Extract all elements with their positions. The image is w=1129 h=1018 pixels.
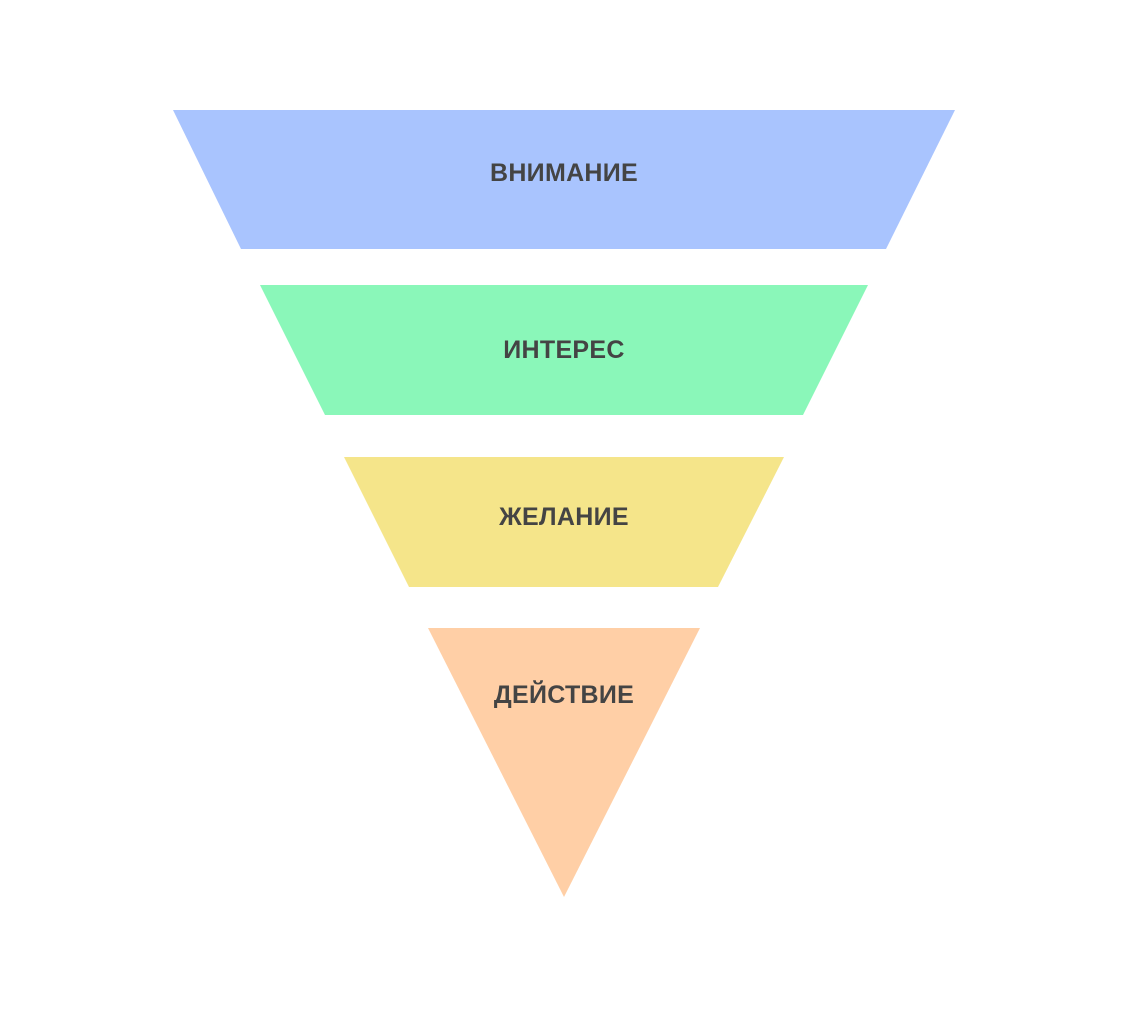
funnel-stage-interest-label: ИНТЕРЕС: [503, 336, 624, 364]
funnel-stage-desire-label: ЖЕЛАНИЕ: [498, 503, 629, 531]
funnel-stage-desire: ЖЕЛАНИЕ: [344, 457, 784, 587]
funnel-stage-action: ДЕЙСТВИЕ: [428, 628, 700, 897]
funnel-stage-interest: ИНТЕРЕС: [260, 285, 868, 415]
funnel-stage-attention: ВНИМАНИЕ: [173, 110, 955, 249]
funnel-stage-attention-shape: [173, 110, 955, 249]
funnel-stage-interest-shape: [260, 285, 868, 415]
funnel-stage-attention-label: ВНИМАНИЕ: [490, 159, 638, 187]
funnel-stage-action-label: ДЕЙСТВИЕ: [494, 679, 634, 709]
funnel-stage-desire-shape: [344, 457, 784, 587]
funnel-stage-action-shape: [428, 628, 700, 897]
